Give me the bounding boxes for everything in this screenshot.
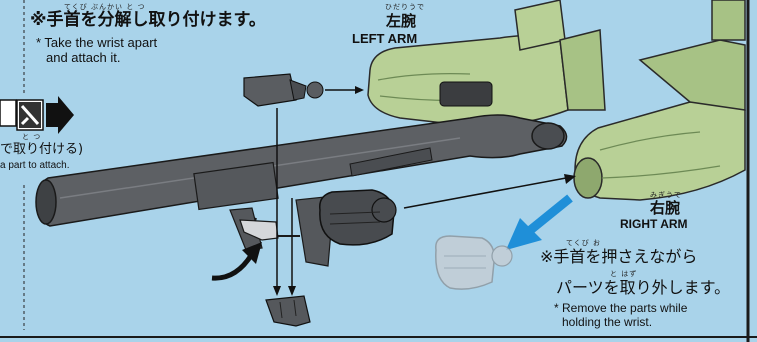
top-instruction-ruby: てくび ぶんかい と つ xyxy=(64,3,146,11)
right-arm-part xyxy=(573,0,746,201)
bottom-instruction-ruby-2: と はず xyxy=(610,270,638,278)
curved-arrow-icon xyxy=(211,252,255,281)
right-arm-ruby: みぎうで xyxy=(650,191,682,199)
ghost-hand-part xyxy=(435,235,513,290)
top-instruction-en-2: and attach it. xyxy=(46,50,121,65)
remove-arrow-icon xyxy=(506,194,573,250)
top-instruction-en-1: * Take the wrist apart xyxy=(36,35,158,50)
bottom-instruction-jp-2: パーツを取り外します。 xyxy=(556,278,731,297)
left-arm-ruby: ひだりうで xyxy=(385,3,425,11)
left-note-en: a part to attach. xyxy=(0,160,70,171)
left-arm-jp: 左腕 xyxy=(386,12,417,30)
left-note-ruby: と つ xyxy=(22,133,42,141)
bazooka-weapon xyxy=(35,114,568,267)
right-arm-en: RIGHT ARM xyxy=(620,217,688,231)
hand-on-weapon xyxy=(319,189,397,246)
wrist-part-bottom xyxy=(265,295,311,327)
bottom-instruction-en-2: holding the wrist. xyxy=(562,315,653,329)
top-instruction-jp: ※手首を分解し取り付けます。 xyxy=(30,10,266,30)
step-arrow-icon xyxy=(0,96,74,134)
left-arm-en: LEFT ARM xyxy=(352,31,418,46)
bottom-instruction-en-1: * Remove the parts while xyxy=(554,301,688,315)
right-arm-jp: 右腕 xyxy=(650,199,681,217)
left-arm-part xyxy=(367,0,606,127)
trigger-part xyxy=(239,219,279,241)
bottom-instruction-jp-1: ※手首を押さえながら xyxy=(540,247,698,266)
wrist-part-top xyxy=(243,73,324,107)
left-note-jp: で取り付ける) xyxy=(0,142,84,157)
bottom-instruction-ruby-1: てくび お xyxy=(566,239,602,247)
